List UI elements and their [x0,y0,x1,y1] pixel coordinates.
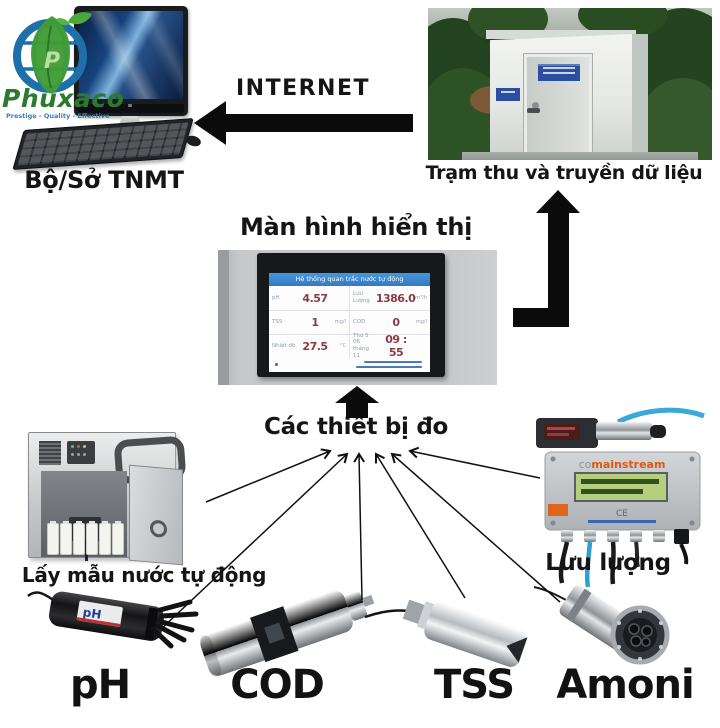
internet-label: INTERNET [235,76,371,101]
computer-label: Bộ/Sở TNMT [24,166,184,194]
logo-brand-text: Phuxaco [2,84,125,113]
station-photo [428,8,712,160]
internet-arrow [194,101,413,145]
flow-brand-text: comainstream [579,458,666,471]
amoni-face [623,618,657,652]
cod-label: COD [230,662,325,708]
sampler-label: Lấy mẫu nước tự động [21,563,267,587]
station-foundation [462,152,698,160]
tss-sensor-photo [364,599,528,667]
url-text-bar [588,520,656,523]
tss-slot [506,637,528,663]
station-up-arrow [513,190,580,327]
amoni-sensor-photo [533,585,670,665]
sampler-photo [24,428,187,566]
door-handle [532,102,539,109]
display-label: Màn hình hiển thị [239,213,473,241]
station-wall-sign [496,88,520,101]
flow-probe-tip [650,425,666,438]
station-door-sign [538,64,580,81]
ce-mark: CE [616,509,628,519]
sampler-control-panel [67,441,95,464]
logo-tagline-text: Prestige - Quality - Effective [6,112,110,120]
amoni-label: Amoni [556,662,694,708]
monitor-screen [79,11,183,99]
sampler-vent [39,441,61,465]
blue-cable [616,407,705,425]
cable-glands [561,529,689,544]
tss-body [424,602,527,667]
orange-chip [548,504,568,516]
computer-illustration [10,4,203,170]
tss-label: TSS [433,662,515,708]
mouse [184,133,203,149]
sampler-open-door [129,464,183,566]
globe-leaf-icon: P [13,12,92,94]
phuxaco-logo: P Phuxaco Prestige - Quality - Effective [0,10,130,128]
screen-footer [269,358,430,372]
flow-meter-photo: comainstream CE [536,407,705,588]
sampler-cabinet [28,432,187,566]
sampler-interior [41,471,127,561]
ph-label: pH [69,662,131,708]
ph-sensor-photo: pH [27,591,199,649]
hmi-screen-header: Hệ thống quan trắc nước tự động [269,273,430,286]
desktop-monitor [74,6,188,116]
station-label: Trạm thu và truyền dữ liệu [425,162,703,184]
devices-label: Các thiết bị đo [263,414,448,440]
flow-label: Lưu lượng [545,550,671,576]
ph-body-text: pH [82,605,103,622]
flow-lcd [574,472,668,502]
flow-probe-tube [596,422,652,440]
logo-monogram: P [44,49,60,74]
